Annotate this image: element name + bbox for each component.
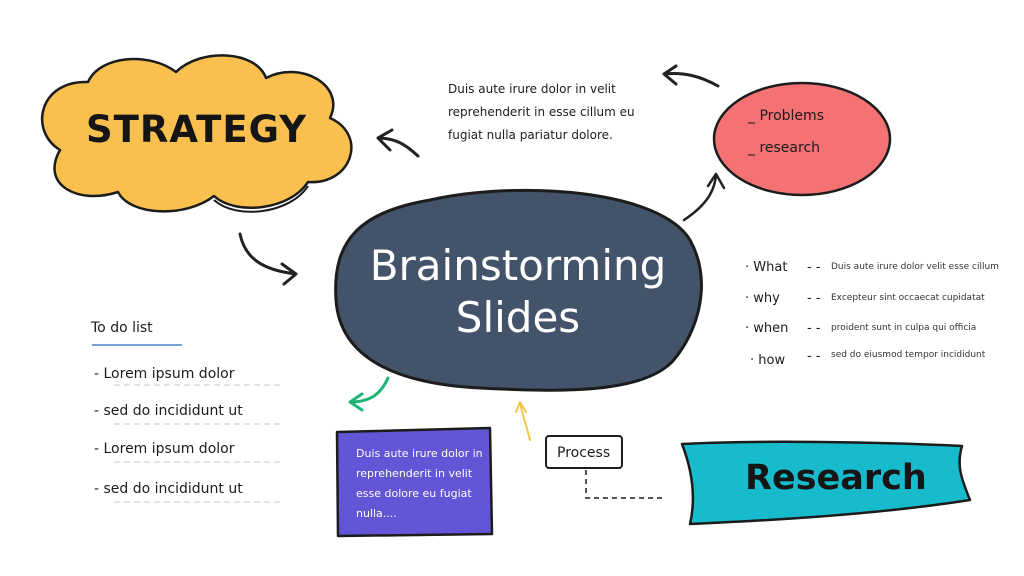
central-blob xyxy=(334,188,703,392)
wh-row-when: · when - - proident sunt in culpa qui of… xyxy=(745,321,976,336)
central-title-line2: Slides xyxy=(455,293,581,342)
arrow-to-problems xyxy=(682,172,726,222)
central-title-line1: Brainstorming xyxy=(369,241,667,290)
arrow-to-strategy xyxy=(376,128,420,158)
todo-item: - sed do incididunt ut xyxy=(94,403,243,419)
wh-desc: Excepteur sint occaecat cupidatat xyxy=(831,293,985,303)
todo-item: - Lorem ipsum dolor xyxy=(94,441,235,457)
wh-label: · how xyxy=(750,353,786,368)
wh-label: · What xyxy=(745,260,788,275)
wh-desc: proident sunt in culpa qui officia xyxy=(831,323,977,333)
todo-item: - Lorem ipsum dolor xyxy=(94,366,235,382)
strategy-cloud xyxy=(41,54,353,213)
wh-dash: - - xyxy=(807,349,821,364)
process-box xyxy=(545,435,623,469)
top-paragraph: Duis aute irure dolor in velit reprehend… xyxy=(448,82,635,142)
process-connector xyxy=(585,470,666,499)
research-label: Research xyxy=(745,458,927,498)
todo-title: To do list xyxy=(91,320,153,336)
wh-row-why: · why - - Excepteur sint occaecat cupida… xyxy=(745,291,985,306)
arrow-yellow xyxy=(515,401,531,441)
research-banner xyxy=(680,440,972,526)
purple-note-text: Duis aute irure dolor in reprehenderit i… xyxy=(356,447,483,520)
wh-row-how: · how - - sed do eiusmod tempor incididu… xyxy=(750,349,985,368)
problems-item: _ research xyxy=(748,140,821,156)
strategy-cloud-shadow xyxy=(213,185,309,213)
wh-dash: - - xyxy=(807,291,821,306)
wh-desc: Duis aute irure dolor velit esse cillum xyxy=(831,262,999,272)
wh-label: · when xyxy=(745,321,789,336)
problems-item: _ Problems xyxy=(748,108,824,124)
todo-item: - sed do incididunt ut xyxy=(94,481,243,497)
central-title: Brainstorming Slides xyxy=(338,240,698,344)
wh-label: · why xyxy=(745,291,780,306)
problems-oval xyxy=(712,81,892,197)
wh-dash: - - xyxy=(807,260,821,275)
purple-note xyxy=(335,426,494,538)
wh-desc: sed do eiusmod tempor incididunt xyxy=(831,350,986,360)
process-label: Process xyxy=(557,445,611,461)
arrow-from-strategy xyxy=(238,232,298,286)
strategy-label: STRATEGY xyxy=(86,108,308,151)
arrow-green xyxy=(348,376,390,412)
wh-row-what: · What - - Duis aute irure dolor velit e… xyxy=(745,260,999,275)
arrow-from-problems xyxy=(662,64,720,88)
wh-dash: - - xyxy=(807,321,821,336)
